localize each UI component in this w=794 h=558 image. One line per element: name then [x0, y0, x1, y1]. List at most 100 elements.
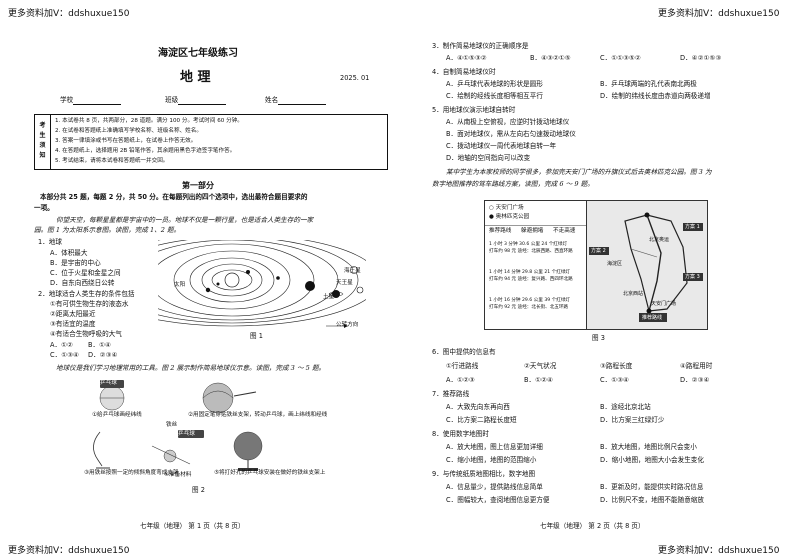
question-6-option-c[interactable]: C．①③④ — [600, 376, 629, 384]
question-5-stem: 5．用地球仪演示地球自转时 — [432, 106, 516, 114]
watermark-top-right: 更多资料加V：ddshuxue150 — [658, 9, 780, 19]
question-1-option-b[interactable]: B．是宇宙的中心 — [50, 259, 101, 267]
question-1-option-d[interactable]: D．自东向西绕日公转 — [50, 279, 115, 287]
question-9-option-b[interactable]: B．更新及时，能提供实时路况信息 — [600, 483, 704, 491]
intro-text-2: 地球仪是我们学习地理常用的工具。图 2 展示制作简易地球仪示意。读图，完成 3 … — [56, 364, 326, 372]
school-field[interactable]: 学校 — [60, 96, 122, 105]
intro-text: 仰望天空，每颗星星都是宇宙中的一员。地球不仅是一颗行星，也是适合人类生存的一家 — [56, 216, 314, 224]
question-5-option-c[interactable]: C．拨动地球仪一周代表地球自转一年 — [446, 142, 557, 150]
tab-recommended[interactable]: 推荐路线 — [489, 228, 512, 234]
question-1-stem: 1．地球 — [38, 238, 62, 246]
part-description-cont: 一项。 — [34, 204, 54, 212]
question-3-stem: 3．制作简易地球仪的正确顺序是 — [432, 42, 529, 50]
name-field[interactable]: 姓名 — [265, 96, 327, 105]
route-from[interactable]: ○ 天安门广场 — [489, 205, 524, 211]
figure-1-caption: 图 1 — [250, 332, 263, 340]
question-4-stem: 4．自制简易地球仪时 — [432, 68, 496, 76]
question-8-stem: 8．使用数字地图时 — [432, 430, 489, 438]
question-3-option-b[interactable]: B．④③②①⑤ — [530, 54, 571, 62]
figure-2-globe-steps: 乒乓球 铁丝 乒乓球 ①给乒乓球画经纬线 ②用固定笔穿贴铁丝支架，转动乒乓球，画… — [80, 376, 380, 482]
figure-3-route-panel: ○ 天安门广场 ● 奥林匹克公园 推荐路线 躲避拥堵 不走高速 1 小时 3 分… — [484, 200, 588, 330]
question-2-item: ③有适宜的温度 — [50, 320, 96, 328]
step-2-label: ②用固定笔穿贴铁丝支架，转动乒乓球，画上纬线和经线 — [188, 412, 328, 418]
map-label-plan-2: 方案 2 — [591, 248, 606, 254]
class-field[interactable]: 班级 — [165, 96, 227, 105]
question-4-option-c[interactable]: C．绘制的经线长度相等相互平行 — [446, 92, 543, 100]
map-label-haidian: 海淀区 — [607, 261, 623, 267]
question-8-option-d[interactable]: D．缩小地图，地图大小会发生变化 — [600, 456, 704, 464]
route-map — [587, 201, 707, 329]
watermark-bottom-right: 更多资料加V：ddshuxue150 — [658, 546, 780, 556]
question-2-item: ②距离太阳最近 — [50, 310, 96, 318]
question-6-stem: 6．图中提供的信息有 — [432, 348, 496, 356]
route-to[interactable]: ● 奥林匹克公园 — [489, 214, 530, 220]
neptune-icon — [356, 286, 364, 294]
question-7-stem: 7．推荐路线 — [432, 390, 470, 398]
tab-no-highway[interactable]: 不走高速 — [553, 228, 576, 234]
map-label-plan-3: 方案 3 — [685, 274, 700, 280]
label-uranus: 天王星 — [336, 280, 353, 286]
question-6-option-b[interactable]: B．①②④ — [524, 376, 553, 384]
notice-line: 4. 在答题纸上，选择题用 2B 铅笔作答，其余题用黑色字迹签字笔作答。 — [55, 148, 236, 154]
question-4-option-a[interactable]: A．乒乓球代表地球的形状是圆形 — [446, 80, 543, 88]
map-label-olympic: 北京奥运 — [649, 237, 670, 243]
globe-steps-diagram — [93, 380, 263, 471]
figure-1-solar-system: 太阳 土星 天王星 海王星 公转方向 — [83, 233, 381, 328]
question-3-option-c[interactable]: C．①①③⑤② — [600, 54, 641, 62]
label-neptune: 海王星 — [344, 268, 361, 274]
question-9-option-d[interactable]: D．比例尺不变，地图不能随意缩放 — [600, 496, 704, 504]
question-2-option-b[interactable]: B．①④ — [88, 341, 111, 349]
watermark-top-left: 更多资料加V：ddshuxue150 — [8, 9, 130, 19]
question-8-option-b[interactable]: B．放大地图，地图比例尺会变小 — [600, 443, 697, 451]
notice-line: 1. 本试卷共 8 页，共两部分，28 道题。满分 100 分。考试时间 60 … — [55, 118, 243, 124]
route-2-info[interactable]: 1 小时 14 分钟 29.8 公里 21 个红绿灯打车约 94 元 途经：复兴… — [489, 270, 573, 282]
intro-text-3: 某中学生为本家校师的同学很多，参加完天安门广场的升旗仪式后去奥林匹克公园。图 3… — [446, 168, 712, 176]
route-1-info[interactable]: 1 小时 3 分钟 30.6 公里 24 个红绿灯打车约 98 元 途经：北辰西… — [489, 242, 573, 254]
map-label-west-station: 北京西站 — [623, 291, 644, 297]
question-3-option-d[interactable]: D．④②①⑤③ — [680, 54, 722, 62]
question-2-option-a[interactable]: A．①② — [50, 341, 73, 349]
map-label-tiananmen: 天安门广场 — [651, 301, 677, 307]
question-4-option-b[interactable]: B．乒乓球两端的孔代表南北两极 — [600, 80, 697, 88]
notice-line: 2. 在试卷和答题纸上准确填写学校名称、班级名称、姓名。 — [55, 128, 202, 134]
question-6-item: ②天气状况 — [524, 362, 557, 370]
question-1-option-a[interactable]: A．体积最大 — [50, 249, 88, 257]
question-6-option-d[interactable]: D．②③④ — [680, 376, 710, 384]
tag-ping-pong: 乒乓球 — [100, 380, 117, 386]
label-orbit-direction: 公转方向 — [336, 322, 359, 328]
route-3-info[interactable]: 1 小时 16 分钟 29.6 公里 39 个红绿灯打车约 92 元 途经：北长… — [489, 298, 571, 310]
solar-system-diagram — [83, 233, 381, 328]
question-6-option-a[interactable]: A．①②③ — [446, 376, 475, 384]
question-3-option-a[interactable]: A．④①⑤③② — [446, 54, 487, 62]
question-7-option-d[interactable]: D．比方案三红绿灯少 — [600, 416, 665, 424]
question-7-option-a[interactable]: A．大致先向东再向西 — [446, 403, 510, 411]
figure-2-caption: 图 2 — [192, 486, 205, 494]
question-7-option-c[interactable]: C．比方案二路程长度短 — [446, 416, 517, 424]
label-saturn: 土星 — [323, 294, 335, 300]
destination-marker-icon — [644, 212, 650, 218]
question-8-option-c[interactable]: C．缩小地图，地图的范围缩小 — [446, 456, 537, 464]
step-5-label: ⑤将打好孔的乒乓球安装在做好的铁丝支架上 — [214, 470, 326, 476]
figure-3-caption: 图 3 — [592, 334, 605, 342]
intro-text-3-cont: 数字地图推荐的驾车路线方案，读图，完成 6 ～ 9 题。 — [432, 180, 594, 188]
label-sun: 太阳 — [174, 282, 186, 288]
question-2-option-c[interactable]: C．①③④ — [50, 351, 79, 359]
right-page-footer: 七年级（地理） 第 2 页（共 8 页） — [540, 522, 645, 530]
question-4-option-d[interactable]: D．绘制的纬线长度由赤道向两极递增 — [600, 92, 711, 100]
tab-avoid-congestion[interactable]: 躲避拥堵 — [521, 228, 544, 234]
map-label-recommended: 推荐路线 — [642, 315, 663, 321]
question-8-option-a[interactable]: A．放大地图，图上信息更加详细 — [446, 443, 543, 451]
question-5-option-a[interactable]: A．从南极上空俯视，应逆时针拨动地球仪 — [446, 118, 570, 126]
question-7-option-b[interactable]: B．途经北京北站 — [600, 403, 651, 411]
question-2-option-d[interactable]: D．②③④ — [88, 351, 118, 359]
notice-line: 3. 答案一律填涂或书写在答题纸上，在试卷上作答无效。 — [55, 138, 197, 144]
question-9-option-a[interactable]: A．信息量少，提供路线信息简单 — [446, 483, 543, 491]
notice-line: 5. 考试结束，请将本试卷和答题纸一并交回。 — [55, 158, 169, 164]
question-5-option-d[interactable]: D．地轴的空间指向可以改变 — [446, 154, 531, 162]
step-4-label: ④准备材料 — [164, 472, 192, 478]
question-5-option-b[interactable]: B．面对地球仪，需从左向右匀速拨动地球仪 — [446, 130, 576, 138]
sun-icon — [224, 272, 240, 288]
figure-3-map: 方案 1 方案 2 方案 3 推荐路线 北京奥运 海淀区 北京西站 天安门广场 — [586, 200, 708, 330]
question-1-option-c[interactable]: C．位于火星和金星之间 — [50, 269, 121, 277]
question-9-option-c[interactable]: C．图幅较大，查阅地图信息更方便 — [446, 496, 550, 504]
